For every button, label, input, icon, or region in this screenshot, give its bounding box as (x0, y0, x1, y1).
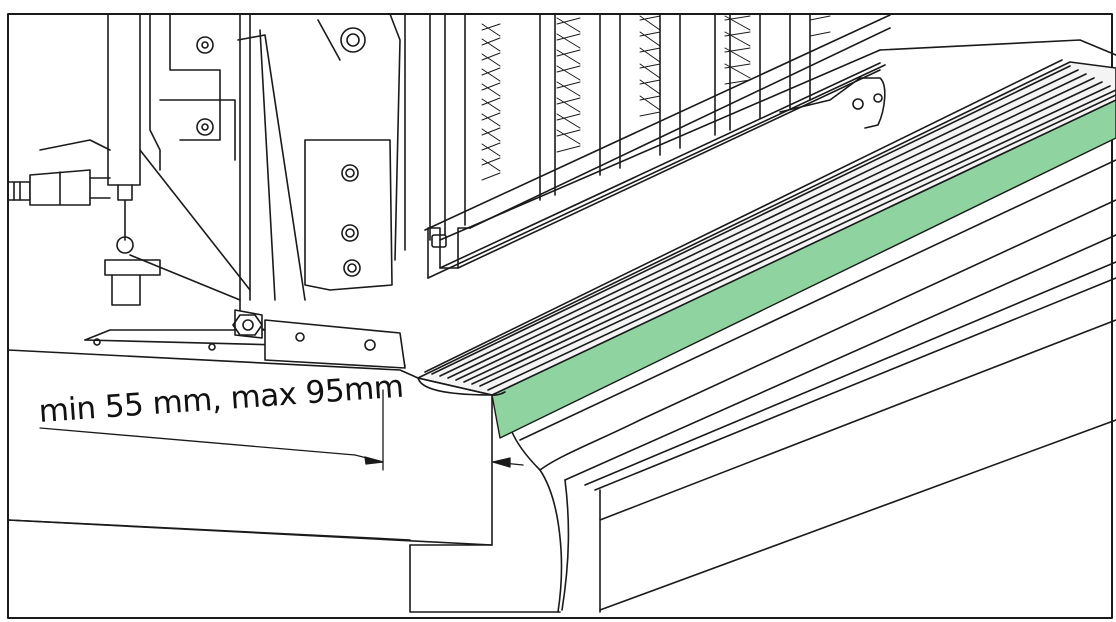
frame-border (7, 13, 1113, 619)
hinge-plate (232, 309, 406, 369)
ribbed-rail (417, 59, 1116, 396)
dimension-arrow (39, 389, 524, 471)
mounting-bracket (237, 13, 401, 331)
green-edge-strip (491, 99, 1116, 439)
hydraulic-cylinder (104, 13, 251, 306)
channel-profile (424, 14, 891, 279)
hinge-bracket-right (779, 77, 886, 129)
pneumatic-fitting (7, 139, 111, 206)
side-panel (7, 349, 561, 613)
grille-panel (404, 13, 831, 251)
